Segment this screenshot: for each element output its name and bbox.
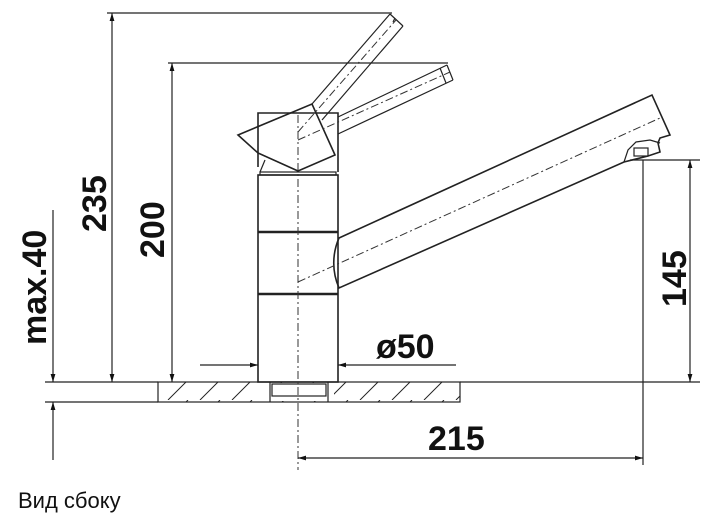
dimension-145-label: 145 [656,250,694,307]
countertop-section [157,381,700,403]
dimension-max40-label: max.40 [16,230,54,345]
dimension-200: 200 [134,62,448,382]
mixer-head [236,102,339,173]
view-caption: Вид сбоку [18,488,121,513]
dimension-diameter-label: ø50 [376,328,435,366]
dimension-145: 145 [630,159,700,382]
faucet-body [257,115,339,470]
dimension-200-label: 200 [134,201,172,258]
lever-closed [297,64,454,141]
dimension-235: 235 [45,12,392,383]
dimension-max40: max.40 [16,210,158,460]
dimension-235-label: 235 [76,175,114,232]
dimension-diameter-50: ø50 [200,328,456,368]
spout [297,93,672,290]
dimension-215: 215 [298,160,644,465]
dimension-215-label: 215 [428,420,485,458]
lever-raised [297,13,404,133]
